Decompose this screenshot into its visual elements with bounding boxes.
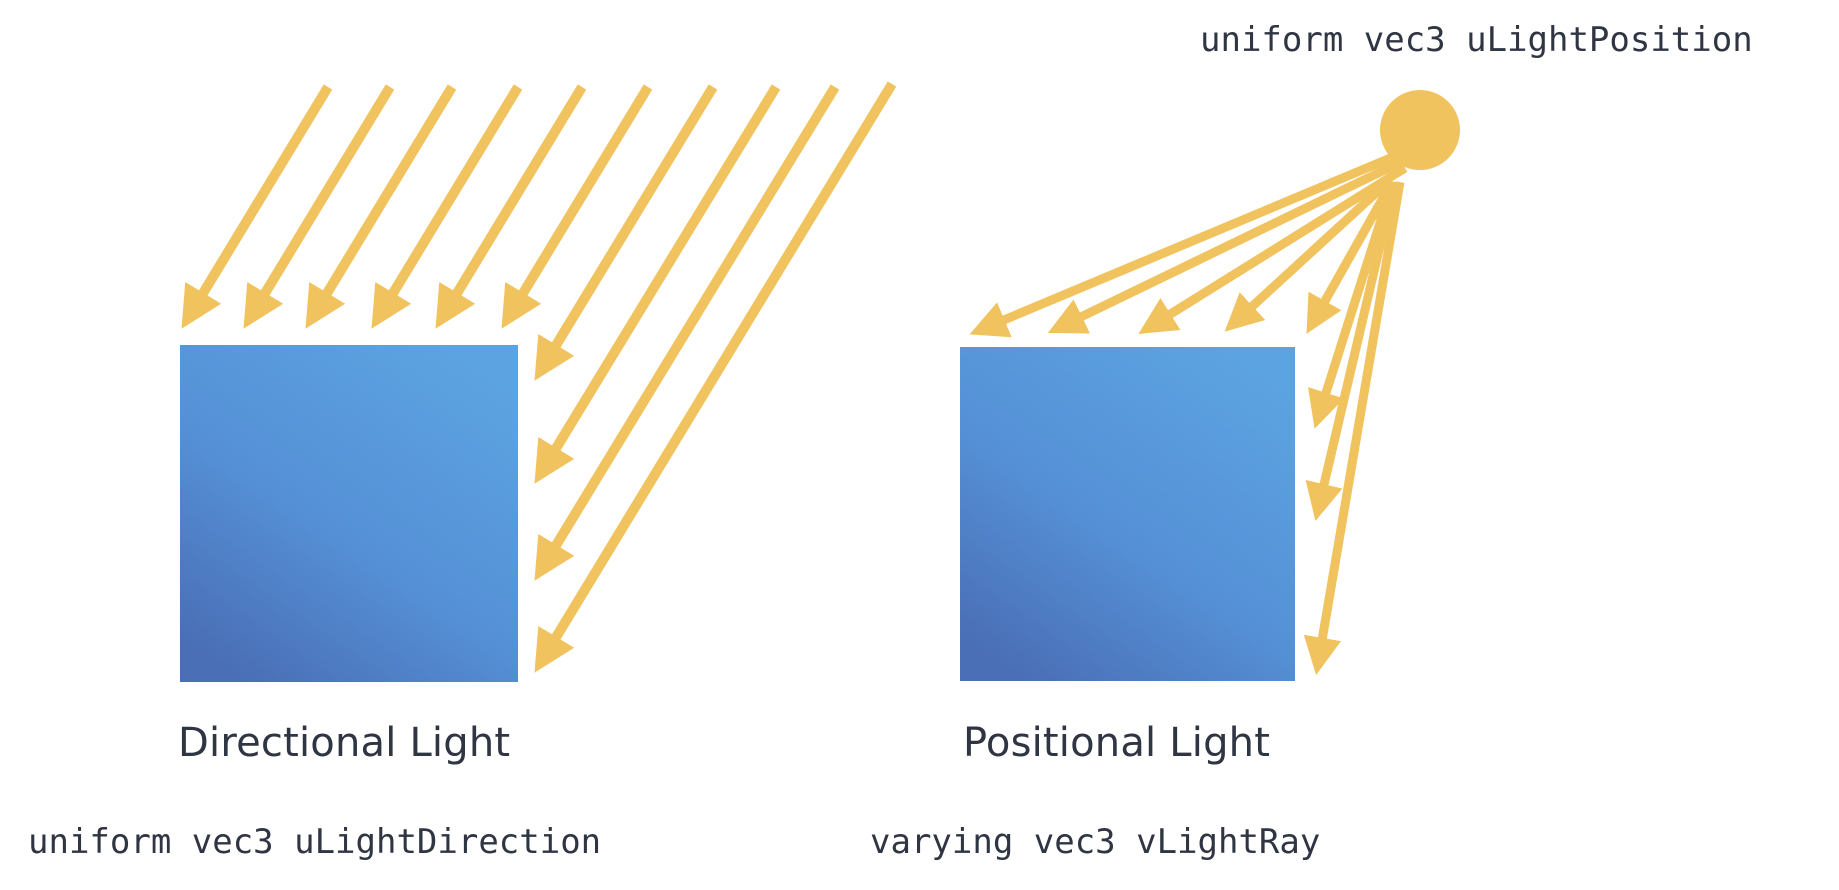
positional-ray — [1305, 180, 1400, 522]
positional-light-caption: Positional Light — [963, 720, 1271, 766]
positional-ray — [1308, 180, 1398, 429]
light-direction-code: uniform vec3 uLightDirection — [28, 822, 602, 862]
directional-ray — [534, 84, 781, 484]
positional-ray — [1303, 181, 1405, 676]
light-ray-code: varying vec3 vLightRay — [870, 822, 1321, 862]
directional-ray — [181, 84, 333, 329]
positional-cube — [960, 347, 1295, 681]
directional-ray — [435, 84, 587, 329]
directional-light-caption: Directional Light — [178, 720, 511, 766]
positional-rays — [969, 147, 1408, 676]
directional-ray — [371, 84, 523, 329]
positional-ray — [1138, 164, 1408, 334]
light-source-icon — [1380, 90, 1460, 170]
positional-ray — [1047, 155, 1407, 334]
directional-ray — [243, 84, 395, 329]
directional-cube — [180, 345, 518, 682]
directional-ray — [305, 84, 457, 329]
directional-ray — [534, 84, 840, 581]
positional-ray — [1224, 176, 1394, 332]
light-position-code: uniform vec3 uLightPosition — [1200, 20, 1753, 60]
directional-ray — [534, 81, 897, 673]
positional-ray — [1306, 179, 1396, 334]
directional-ray — [534, 84, 718, 381]
directional-rays — [181, 81, 897, 673]
directional-ray — [501, 84, 653, 329]
